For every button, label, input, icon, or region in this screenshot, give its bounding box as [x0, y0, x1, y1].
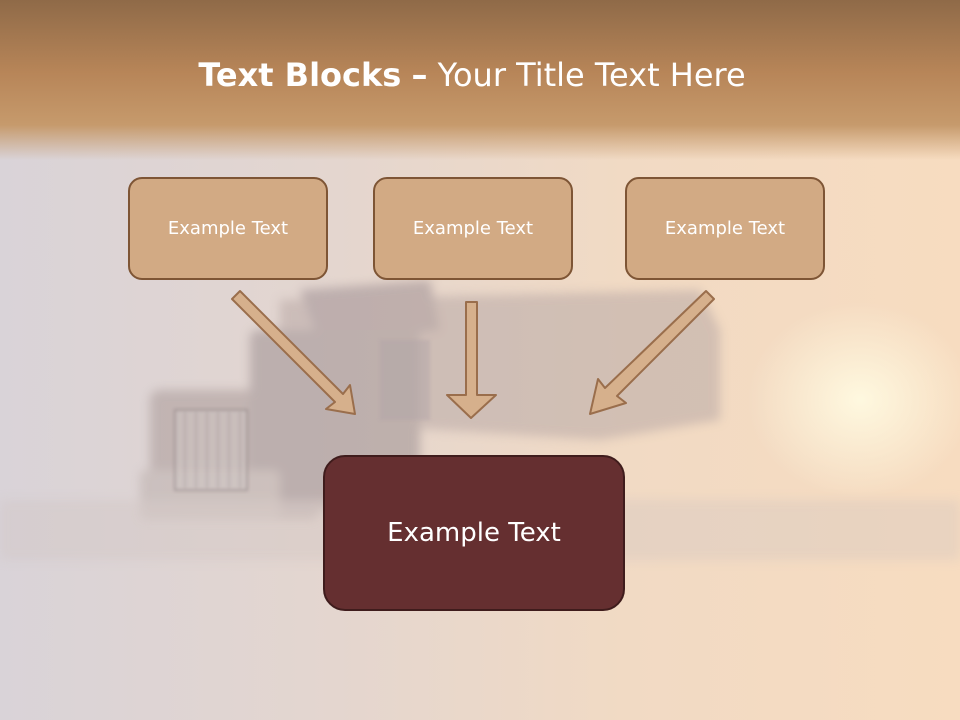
text-block-top-center[interactable]: Example Text	[373, 177, 573, 280]
title-dash: –	[411, 56, 428, 94]
text-block-label: Example Text	[664, 218, 786, 239]
text-block-label: Example Text	[167, 218, 289, 239]
text-block-label: Example Text	[387, 518, 561, 548]
text-block-bottom[interactable]: Example Text	[323, 455, 625, 611]
arrow-right	[589, 290, 715, 415]
arrow-center	[446, 301, 497, 419]
title-bold-part: Text Blocks	[198, 56, 402, 94]
arrow-left	[231, 290, 356, 415]
text-block-top-right[interactable]: Example Text	[625, 177, 825, 280]
text-block-label: Example Text	[412, 218, 534, 239]
text-block-top-left[interactable]: Example Text	[128, 177, 328, 280]
title-rest-part: Your Title Text Here	[437, 56, 746, 94]
slide-title: Text Blocks – Your Title Text Here	[0, 52, 944, 98]
header-band	[0, 0, 960, 160]
